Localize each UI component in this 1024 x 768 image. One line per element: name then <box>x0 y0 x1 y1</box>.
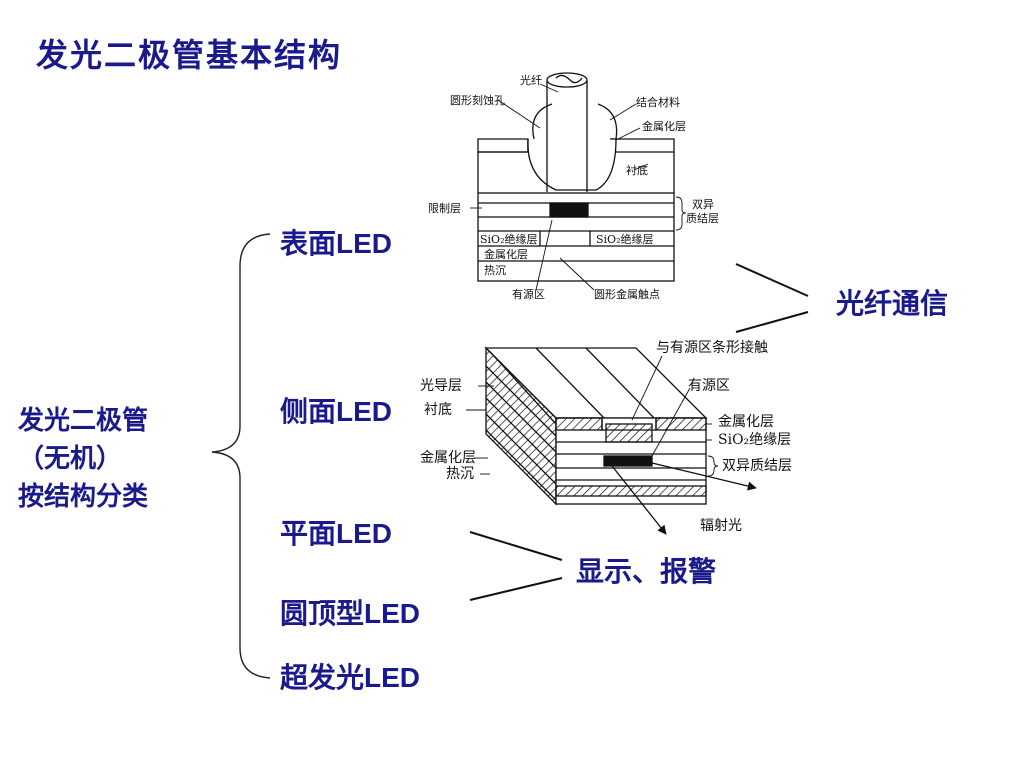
sd-confinement: 限制层 <box>428 202 461 215</box>
item-edge-led: 侧面LED <box>280 390 392 430</box>
ed-stripe-contact: 与有源区条形接触 <box>656 339 768 356</box>
ed-active: 有源区 <box>688 378 730 394</box>
item-planar-prefix: 平面 <box>280 517 337 550</box>
app-display-alarm: 显示、报警 <box>576 555 717 588</box>
ed-radiation: 辐射光 <box>700 518 742 534</box>
sd-heatsink: 热沉 <box>484 264 506 277</box>
item-edge-prefix: 侧面 <box>280 395 337 428</box>
item-superlum-suffix: LED <box>364 662 421 693</box>
ed-substrate: 衬底 <box>424 402 452 418</box>
item-dome-suffix: LED <box>364 598 421 629</box>
sd-substrate: 衬底 <box>626 163 648 177</box>
classification-label: 发光二极管 （无机） 按结构分类 <box>18 402 148 516</box>
connector-fiber-upper <box>735 263 809 297</box>
item-planar-suffix: LED <box>336 518 393 549</box>
connector-fiber-lower <box>735 311 809 333</box>
surface-led-diagram <box>477 72 675 282</box>
item-edge-suffix: LED <box>336 396 393 427</box>
sd-sio2-left: SiO₂绝缘层 <box>480 232 537 246</box>
sd-metallization-top: 金属化层 <box>642 119 686 133</box>
item-planar-led: 平面LED <box>280 512 392 552</box>
classification-line-2: （无机） <box>18 444 123 474</box>
edge-led-diagram <box>484 346 757 535</box>
surface-leaders <box>470 83 687 291</box>
edge-leaders <box>466 355 719 477</box>
item-surface-led: 表面LED <box>280 222 392 262</box>
sd-bond-material: 结合材料 <box>636 95 680 109</box>
sd-active: 有源区 <box>512 287 545 301</box>
page-title: 发光二极管基本结构 <box>36 36 343 74</box>
ed-sio2: SiO₂绝缘层 <box>718 432 791 448</box>
sd-metallization-bottom: 金属化层 <box>484 247 528 261</box>
sd-hetero-2: 质结层 <box>686 212 719 225</box>
ed-heatsink: 热沉 <box>446 466 474 482</box>
item-surface-prefix: 表面 <box>280 227 337 260</box>
item-surface-suffix: LED <box>336 228 393 259</box>
ed-metallization-left: 金属化层 <box>420 450 476 466</box>
connector-display-upper <box>469 531 563 561</box>
item-superlum-prefix: 超发光 <box>280 661 365 694</box>
ed-hetero: 双异质结层 <box>722 458 792 474</box>
ed-waveguide: 光导层 <box>420 378 462 394</box>
classification-brace <box>211 233 271 679</box>
sd-etched-hole: 圆形刻蚀孔 <box>450 93 505 107</box>
sd-hetero-1: 双异 <box>692 198 714 211</box>
classification-line-3: 按结构分类 <box>18 482 149 512</box>
app-fiber-comm: 光纤通信 <box>836 287 949 320</box>
sd-round-contact: 圆形金属触点 <box>594 287 660 301</box>
ed-metallization-right: 金属化层 <box>718 414 774 430</box>
item-superlum-led: 超发光LED <box>280 656 420 696</box>
item-dome-prefix: 圆顶型 <box>280 597 365 630</box>
classification-line-1: 发光二极管 <box>18 406 149 436</box>
item-dome-led: 圆顶型LED <box>280 592 420 632</box>
connector-display-lower <box>469 577 563 601</box>
sd-sio2-right: SiO₂绝缘层 <box>596 232 653 246</box>
sd-fiber: 光纤 <box>520 73 542 87</box>
